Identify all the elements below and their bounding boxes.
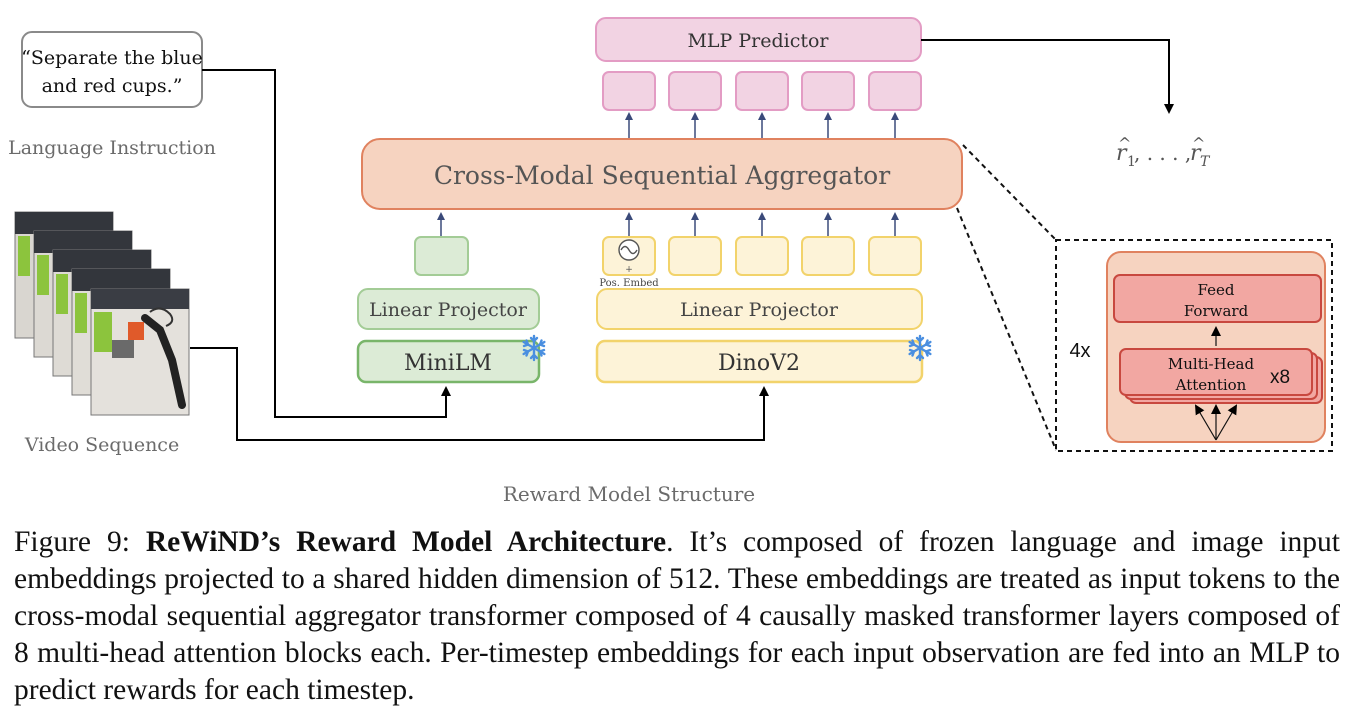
video-to-dinov2-arrow <box>190 347 769 441</box>
dinov2-encoder: DinoV2 <box>595 339 924 384</box>
image-linear-projector: Linear Projector <box>596 288 923 330</box>
cross-modal-aggregator: Cross-Modal Sequential Aggregator <box>361 138 963 210</box>
image-token <box>801 236 855 276</box>
text-token <box>414 236 469 276</box>
reward-symbol-1: r <box>1116 141 1128 166</box>
reward-subscript-1: 1 <box>1127 154 1136 170</box>
feed-forward-block: Feed Forward <box>1113 274 1322 323</box>
text-linear-projector: Linear Projector <box>357 288 540 330</box>
tokens-to-aggregator-arrows <box>437 212 899 236</box>
caption-body: . It’s composed of frozen language and i… <box>14 526 1340 706</box>
feed-forward-line1: Feed <box>1198 281 1235 299</box>
transformer-layer-detail: 4x Feed Forward Multi-Head Attention x8 <box>1055 239 1333 452</box>
language-instruction-bubble: “Separate the blue and red cups.” <box>21 31 203 108</box>
instruction-quote-line1: “Separate the blue <box>21 47 203 69</box>
layer-repeat-label: 4x <box>1069 340 1090 362</box>
caption-prefix: Figure 9: <box>14 526 146 558</box>
aggregator-to-mlp-arrows <box>625 112 899 138</box>
instruction-to-minilm-arrow <box>202 69 451 418</box>
reward-outputs: ^ r 1 , . . . , ^ r T <box>1116 134 1211 170</box>
figure-caption: Figure 9: ReWiND’s Reward Model Architec… <box>14 524 1340 709</box>
mlp-output-token <box>868 71 922 111</box>
diagram-title: Reward Model Structure <box>503 482 755 506</box>
dinov2-label: DinoV2 <box>718 351 800 376</box>
mlp-predictor: MLP Predictor <box>595 17 922 62</box>
mlp-output-token <box>668 71 722 111</box>
video-sequence-label: Video Sequence <box>24 434 179 456</box>
zoom-line <box>962 144 1057 241</box>
reward-hat-T: ^ <box>1192 134 1205 153</box>
image-token <box>668 236 722 276</box>
reward-symbol-T: r <box>1190 141 1202 166</box>
mlp-output-token <box>602 71 656 111</box>
mlp-output-token <box>801 71 855 111</box>
mha-line1: Multi-Head <box>1168 355 1255 373</box>
caption-title: ReWiND’s Reward Model Architecture <box>145 526 667 558</box>
mlp-output-token <box>735 71 789 111</box>
architecture-diagram: “Separate the blue and red cups.” Langua… <box>8 17 1333 506</box>
video-frames <box>14 211 190 416</box>
pos-embed-label: Pos. Embed <box>599 278 659 289</box>
image-token <box>735 236 789 276</box>
multi-head-attention-stack: Multi-Head Attention x8 <box>1119 348 1323 404</box>
minilm-label: MiniLM <box>404 351 492 376</box>
text-projector-label: Linear Projector <box>369 299 528 321</box>
reward-hat-1: ^ <box>1118 134 1131 153</box>
video-frame <box>90 288 190 416</box>
mlp-predictor-label: MLP Predictor <box>687 30 829 52</box>
mlp-output-tokens <box>602 71 922 111</box>
image-tokens <box>602 236 922 276</box>
image-projector-label: Linear Projector <box>680 299 839 321</box>
positional-embedding-icon: + <box>618 239 640 275</box>
feed-forward-line2: Forward <box>1184 302 1249 320</box>
reward-subscript-T: T <box>1200 154 1211 170</box>
attention-input-arrows <box>1194 404 1238 441</box>
aggregator-label: Cross-Modal Sequential Aggregator <box>434 161 890 190</box>
zoom-line <box>956 207 1057 451</box>
pos-embed-plus: + <box>625 265 633 275</box>
reward-ellipsis: , . . . , <box>1134 141 1191 165</box>
heads-count: x8 <box>1270 367 1290 388</box>
language-instruction-label: Language Instruction <box>8 137 216 159</box>
mlp-to-rewards-arrow <box>921 39 1174 114</box>
instruction-quote-line2: and red cups.” <box>42 75 183 97</box>
minilm-encoder: MiniLM <box>356 339 541 384</box>
mha-line2: Attention <box>1175 376 1247 394</box>
image-token <box>868 236 922 276</box>
